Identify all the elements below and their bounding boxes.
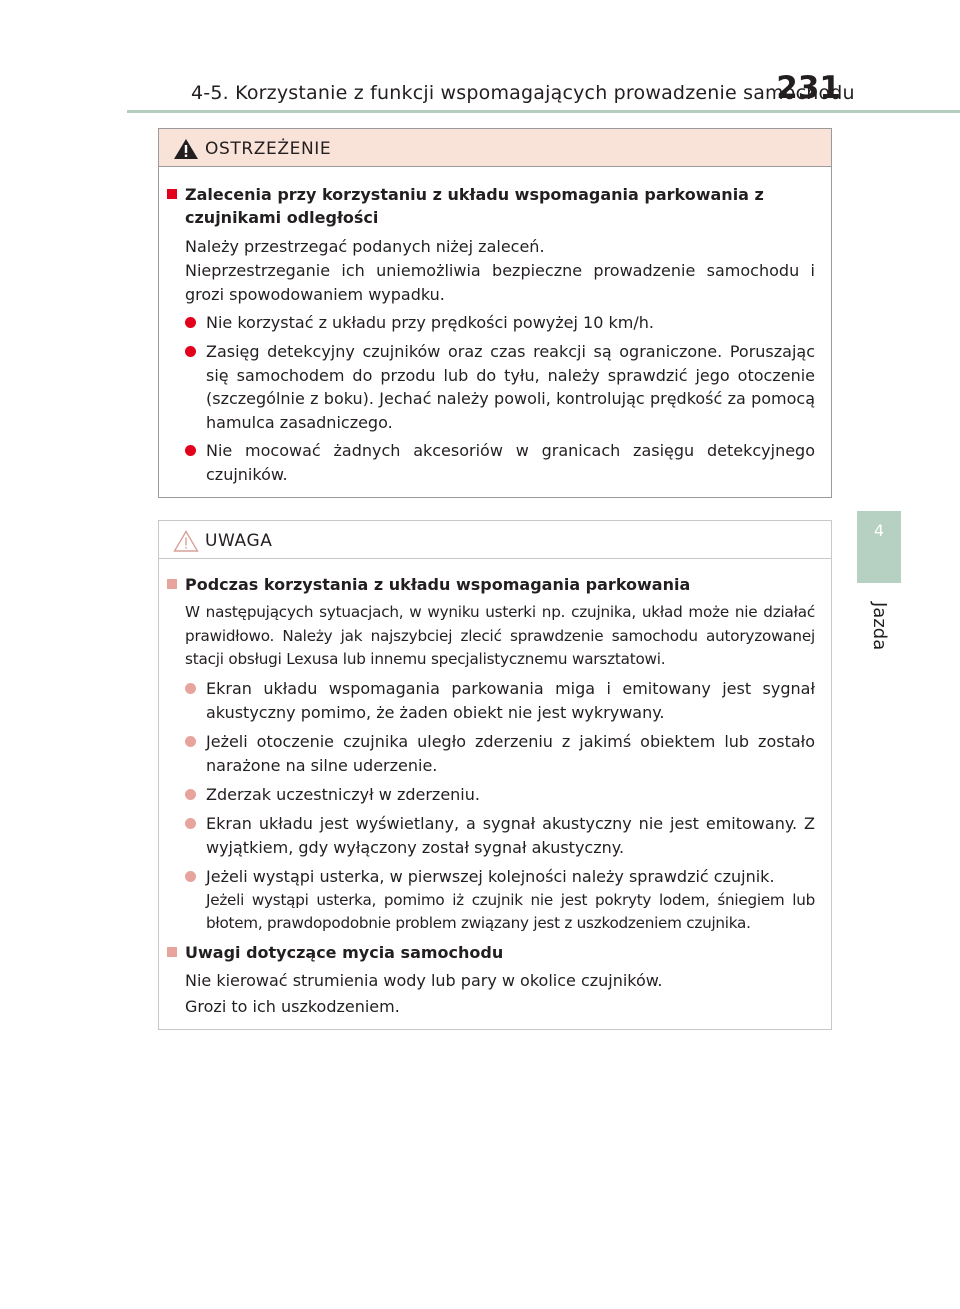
page-number: 231 [776, 70, 841, 106]
list-item: Ekran układu jest wyświetlany, a sygnał … [185, 812, 815, 859]
page-header: 4-5. Korzystanie z funkcji wspomagającyc… [0, 0, 960, 115]
square-bullet-icon [167, 579, 177, 589]
chapter-label: Jazda [866, 602, 906, 662]
header-divider [127, 110, 960, 113]
warning-section-title: Zalecenia przy korzystaniu z układu wspo… [167, 183, 817, 229]
warning-box: OSTRZEŻENIE Zalecenia przy korzystaniu z… [158, 128, 832, 498]
note-intro: W następujących sytuacjach, w wyniku ust… [185, 603, 815, 668]
warning-triangle-filled-icon [174, 139, 198, 159]
bullet-dot-icon [185, 818, 196, 829]
list-item: Jeżeli wystąpi usterka, w pierwszej kole… [185, 865, 815, 936]
note-header: UWAGA [159, 521, 831, 559]
list-item: Ekran układu wspomagania parkowania miga… [185, 677, 815, 724]
bullet-dot-icon [185, 346, 196, 357]
warning-intro-2: Nieprzestrzeganie ich uniemożliwia bezpi… [185, 261, 815, 304]
chapter-number: 4 [873, 521, 885, 540]
note-wash-line-1: Nie kierować strumienia wody lub pary w … [185, 971, 663, 990]
bullet-dot-icon [185, 445, 196, 456]
list-item: Nie mocować żadnych akcesoriów w granica… [185, 439, 815, 486]
bullet-dot-icon [185, 736, 196, 747]
note-section-title: Podczas korzystania z układu wspomagania… [167, 573, 817, 596]
note-wash-line-2: Grozi to ich uszkodzeniem. [185, 997, 400, 1016]
bullet-dot-icon [185, 789, 196, 800]
warning-triangle-outline-icon [173, 530, 199, 552]
note-box: UWAGA Podczas korzystania z układu wspom… [158, 520, 832, 1030]
square-bullet-icon [167, 947, 177, 957]
list-item: Jeżeli otoczenie czujnika uległo zderzen… [185, 730, 815, 777]
warning-header: OSTRZEŻENIE [159, 129, 831, 167]
warning-title: OSTRZEŻENIE [205, 139, 332, 159]
chapter-tab[interactable] [857, 511, 901, 583]
chapter-label-text: Jazda [869, 602, 890, 651]
list-item: Nie korzystać z układu przy prędkości po… [185, 311, 815, 335]
square-bullet-icon [167, 189, 177, 199]
bullet-dot-icon [185, 683, 196, 694]
bullet-dot-icon [185, 317, 196, 328]
note-section-title-2: Uwagi dotyczące mycia samochodu [167, 941, 817, 964]
list-item: Zasięg detekcyjny czujników oraz czas re… [185, 340, 815, 434]
note-title: UWAGA [205, 531, 273, 551]
section-heading: 4-5. Korzystanie z funkcji wspomagającyc… [191, 82, 855, 104]
bullet-dot-icon [185, 871, 196, 882]
warning-intro-1: Należy przestrzegać podanych niżej zalec… [185, 237, 545, 256]
list-item: Zderzak uczestniczył w zderzeniu. [185, 783, 815, 807]
